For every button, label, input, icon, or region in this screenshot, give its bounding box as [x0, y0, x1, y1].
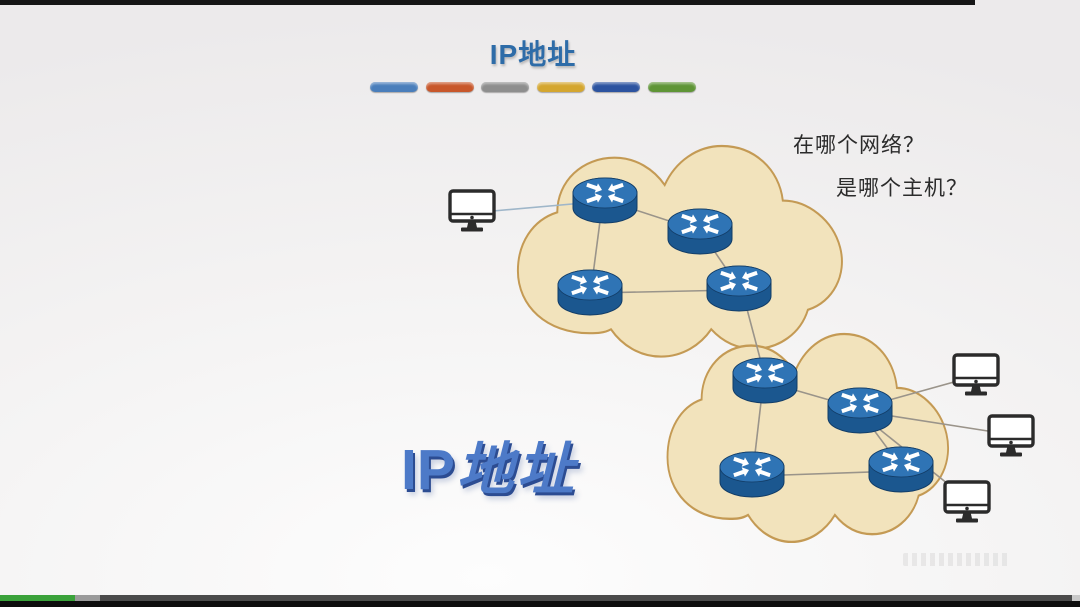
divider-dash	[481, 82, 530, 92]
network-cloud-top	[515, 144, 844, 359]
progress-end-notch	[1072, 595, 1080, 601]
divider-dash	[536, 82, 585, 92]
progress-remaining	[100, 595, 1072, 601]
big-ip-label: IP地址	[401, 424, 577, 506]
big-ip-latin: IP	[401, 438, 455, 502]
title-divider	[370, 82, 696, 92]
watermark-smudge	[903, 553, 1011, 566]
top-black-bar	[0, 0, 975, 5]
bottom-black-bar	[0, 601, 1080, 607]
router-icon	[707, 266, 771, 311]
slide-header: IP地址	[370, 33, 696, 92]
network-cloud-bottom	[665, 332, 951, 544]
router-icon	[668, 209, 732, 254]
computer-icon	[943, 480, 991, 525]
video-progress-bar[interactable]	[0, 595, 1080, 601]
progress-played	[0, 595, 75, 601]
computer-icon	[987, 414, 1035, 459]
router-icon	[733, 358, 797, 403]
computer-icon	[448, 189, 496, 234]
big-ip-chinese: 地址	[456, 438, 577, 502]
annotation-host-question: 是哪个主机？	[836, 176, 968, 200]
router-icon	[828, 388, 892, 433]
progress-buffered	[74, 595, 101, 601]
divider-dash	[647, 82, 696, 92]
divider-dash	[370, 82, 418, 92]
divider-dash	[592, 82, 641, 92]
divider-dash	[425, 82, 474, 92]
router-icon	[869, 447, 933, 492]
router-icon	[558, 270, 622, 315]
computer-icon	[952, 353, 1000, 398]
annotation-network-question: 在哪个网络？	[793, 133, 925, 157]
slide-title: IP地址	[489, 39, 577, 70]
router-icon	[573, 178, 637, 223]
router-icon	[720, 452, 784, 497]
